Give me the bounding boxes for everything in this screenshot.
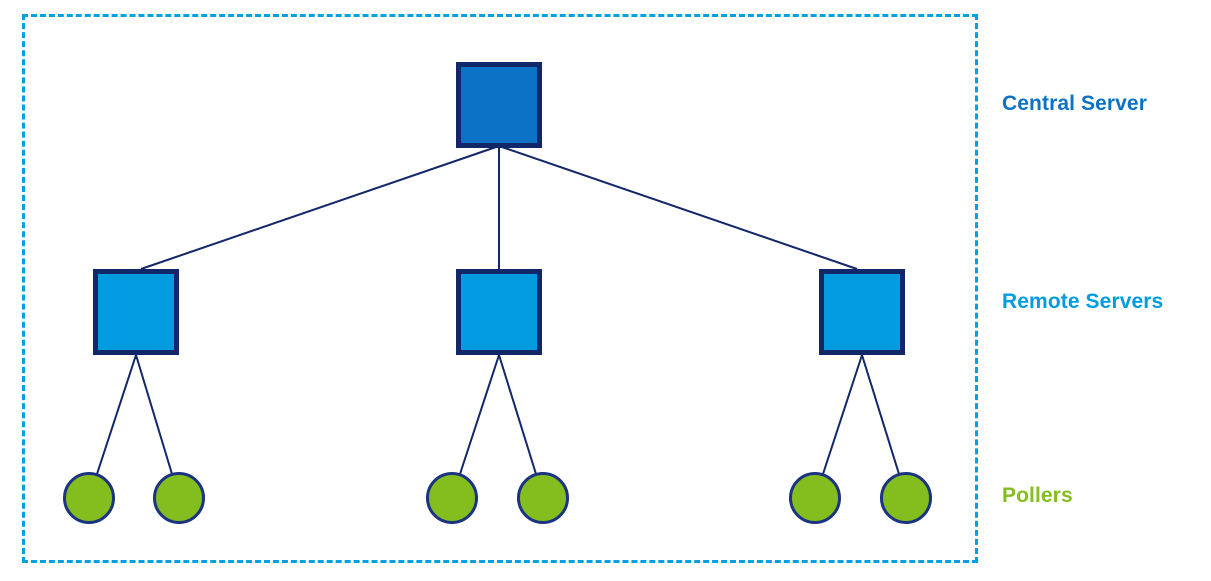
poller-3[interactable] [426, 472, 478, 524]
legend-label-remote: Remote Servers [1002, 290, 1164, 313]
remote-server-3[interactable] [819, 269, 905, 355]
deployment-boundary [22, 14, 978, 563]
poller-5[interactable] [789, 472, 841, 524]
legend-label-central: Central Server [1002, 92, 1147, 115]
poller-6[interactable] [880, 472, 932, 524]
remote-server-1[interactable] [93, 269, 179, 355]
central-server-1[interactable] [456, 62, 542, 148]
poller-1[interactable] [63, 472, 115, 524]
poller-2[interactable] [153, 472, 205, 524]
remote-server-2[interactable] [456, 269, 542, 355]
legend-label-pollers: Pollers [1002, 484, 1073, 507]
poller-4[interactable] [517, 472, 569, 524]
